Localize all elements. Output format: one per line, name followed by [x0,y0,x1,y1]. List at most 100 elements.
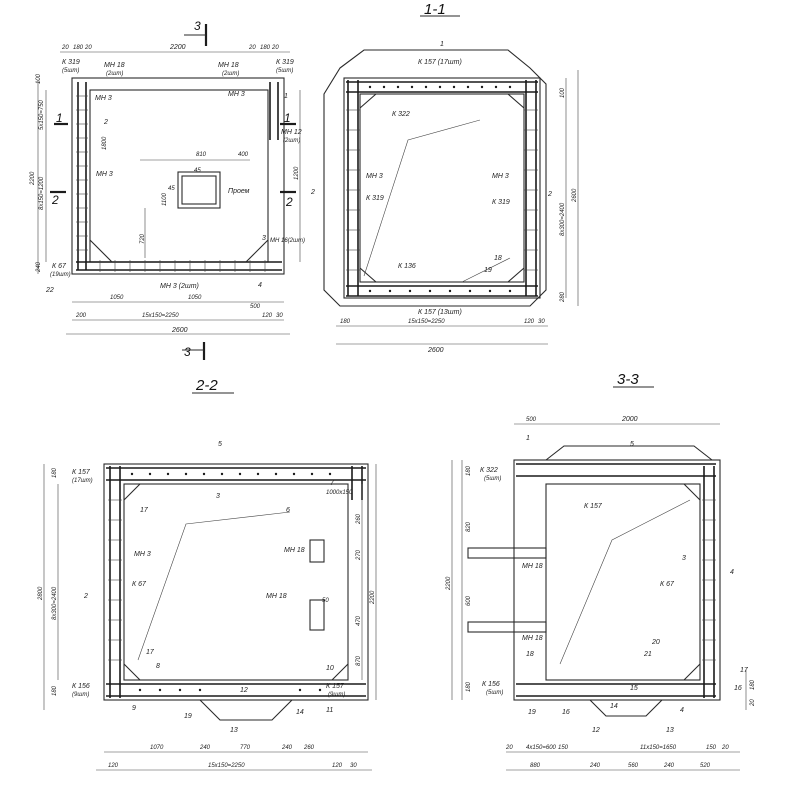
dim-text: 1100 [162,192,168,206]
mark-label: МН 18 [218,62,239,69]
dim-text: 11x150=1650 [640,745,677,751]
cut-3-top-label: 3 [194,19,201,33]
dim-text: 180 [52,467,58,478]
mark-label: МН 16(2шт) [270,238,305,244]
haunch-line [507,267,525,283]
mark-label: К 156 [72,683,90,690]
wall-outer [513,459,721,701]
pos-number: 2 [103,119,108,126]
dim-text: 8x300=2400 [52,586,58,620]
cut-1-right: 1 [284,111,291,125]
mark-label: 1000x150 [326,490,353,496]
pos-number: 21 [643,651,652,658]
plan-opening [177,171,221,209]
dim-text: 2200 [446,576,452,591]
pos-number: 18 [494,255,502,262]
dim-text: 8x150=1200 [39,176,45,210]
dim-text: 870 [356,655,362,666]
haunch-line [359,267,377,283]
pos-number: 5 [218,441,222,448]
dim-text: 180 [466,465,472,476]
dim-text: 150 [558,745,569,751]
pos-number: 12 [592,727,600,734]
mark-label: МН 18 [284,547,305,554]
dim-text: 1070 [150,745,164,751]
dim-text: 15x150=2250 [408,319,445,325]
mark-label: К 136 [398,263,416,270]
mark-label: МН 12 [281,129,302,136]
dim-text: 20 [721,745,729,751]
mark-label: (5шт) [276,68,293,74]
dim-text: 120 [108,763,119,769]
mark-label: К 67 [132,581,147,588]
dim-text: 2200 [30,171,36,186]
mark-label: К 319 [276,59,294,66]
dim-text: 45 [194,168,201,174]
dim-text: 150 [706,745,717,751]
pos-number: 1 [440,41,444,48]
wall-outer [343,77,541,299]
pos-number: 3 [262,235,266,242]
dim-text: 600 [466,595,472,606]
section-2-2-view: К 157 (17шт) К 156 (9шт) МН 3 К 67 МН 18… [38,441,377,771]
dim-text: 120 [332,763,343,769]
wall-opening [467,547,547,559]
dim-text: 20 [84,45,92,51]
dim-text: 1200 [294,166,300,180]
dim-text: 2600 [572,188,578,203]
opening-label: Проем [228,188,250,195]
dim-text: 15x150=2250 [142,313,179,319]
pos-number: 2 [310,189,315,196]
mark-label: К 157 [72,469,91,476]
mark-label: МН 3 [95,95,112,102]
pos-number: 17 [740,667,749,674]
pos-number: 12 [240,687,248,694]
dim-text: 120 [262,313,273,319]
leader-line [559,499,691,665]
dim-text: 2800 [38,586,44,601]
dim-text: 180 [73,45,84,51]
cut-2-right: 2 [285,195,293,209]
mark-label: К 67 [52,263,67,270]
plan-outer-wall [71,77,285,275]
haunch-line [245,239,269,263]
pos-number: 9 [132,705,136,712]
mark-label: К 156 [482,681,500,688]
mark-label: (19шт) [50,272,71,278]
plan-opening-inner [181,175,217,205]
pos-number: 19 [528,709,536,716]
mark-label: К 67 [660,581,675,588]
stirrups-left [346,109,538,271]
pos-number: 20 [651,639,660,646]
dim-text: 180 [750,679,756,690]
mark-label: К 319 [492,199,510,206]
dim-text: 120 [524,319,535,325]
dim-text: 2600 [171,327,188,334]
wall-opening [467,621,547,633]
dim-text: 240 [199,745,211,751]
pos-number: 4 [680,707,684,714]
haunch-line [123,663,141,681]
haunch-line [89,239,113,263]
dim-text: 180 [260,45,271,51]
pos-number: 19 [184,713,192,720]
dim-text: 2200 [169,44,186,51]
dim-text: 1800 [102,136,108,150]
section-1-1-view: К 157 (17шт) К 322 МН 3 МН 3 К 319 К 319… [310,41,579,354]
haunch-line [331,663,349,681]
dim-text: 20 [248,45,256,51]
pos-number: 13 [666,727,674,734]
pos-number: 3 [216,493,220,500]
dim-text: 2000 [621,416,638,423]
pos-number: 14 [296,709,304,716]
cut-2-left: 2 [51,193,59,207]
mark-label: (5шт) [484,476,501,482]
dim-text: 30 [538,319,545,325]
leader-line [137,511,291,661]
dim-text: 260 [356,513,362,525]
stirrups-left [76,95,88,251]
dim-text: 240 [663,763,675,769]
dim-text: 2200 [370,590,376,605]
leader-line [461,257,511,283]
